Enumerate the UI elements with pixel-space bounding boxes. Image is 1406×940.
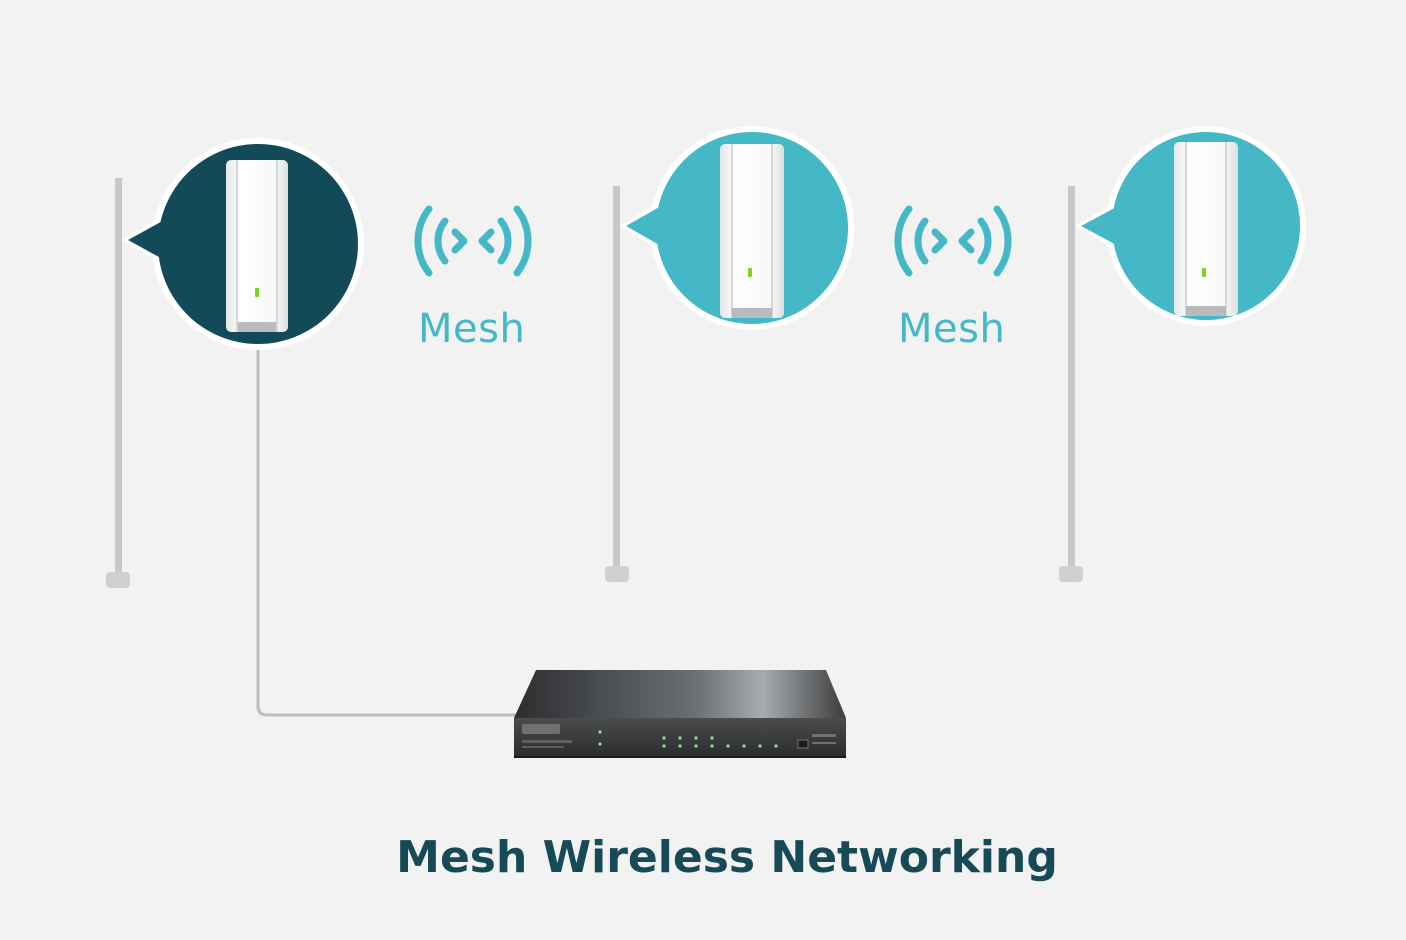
ethernet-cable xyxy=(256,340,516,717)
pole-1 xyxy=(106,178,130,588)
switch-icon xyxy=(514,670,846,758)
access-point-1 xyxy=(122,138,364,350)
pole-2 xyxy=(605,186,629,582)
access-point-device-icon xyxy=(720,144,784,318)
access-point-2 xyxy=(620,126,854,330)
mesh-link-label-1: Mesh xyxy=(418,306,526,352)
access-point-3 xyxy=(1075,126,1306,326)
mesh-link-label-2: Mesh xyxy=(898,306,1006,352)
diagram-caption: Mesh Wireless Networking xyxy=(396,832,1058,883)
pole-3 xyxy=(1059,186,1083,582)
wireless-signal-icon xyxy=(414,205,532,277)
wireless-signal-icon xyxy=(894,205,1012,277)
access-point-device-icon xyxy=(1174,142,1238,316)
access-point-device-icon xyxy=(226,160,288,332)
